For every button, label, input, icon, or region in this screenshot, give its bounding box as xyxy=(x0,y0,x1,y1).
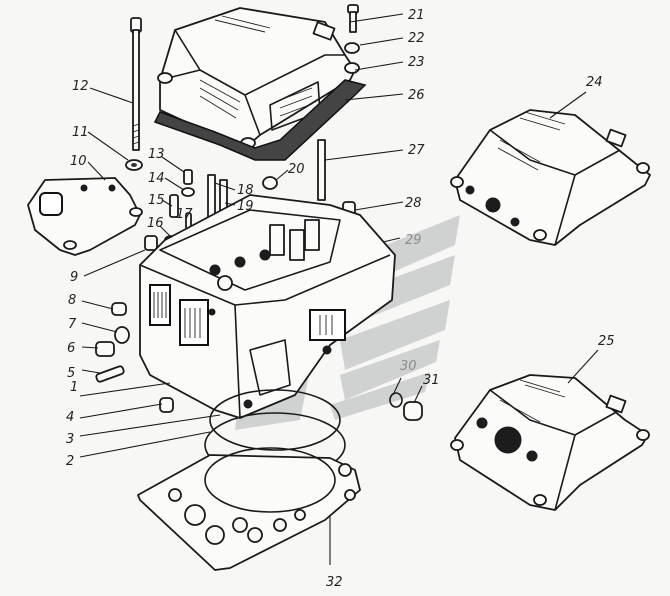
callout-19: 19 xyxy=(237,199,254,214)
o-ring-30 xyxy=(389,392,403,408)
callout-labels: 1 2 3 4 5 6 7 8 9 10 11 12 13 14 15 16 1… xyxy=(66,8,615,590)
callout-22: 22 xyxy=(408,31,425,46)
head-gasket xyxy=(137,447,361,571)
head-bolt-long xyxy=(130,17,142,151)
valve-cover-top xyxy=(157,7,356,149)
callout-28: 28 xyxy=(405,196,422,211)
callout-15: 15 xyxy=(148,193,165,208)
callout-21: 21 xyxy=(408,8,425,23)
callout-14: 14 xyxy=(148,171,165,186)
plug-31 xyxy=(403,401,423,421)
callout-3: 3 xyxy=(66,432,74,447)
callout-9: 9 xyxy=(70,270,78,285)
cylinder-head xyxy=(139,194,396,419)
callout-4: 4 xyxy=(66,410,74,425)
callout-16: 16 xyxy=(147,216,164,231)
callout-20: 20 xyxy=(288,162,305,177)
lifting-bracket xyxy=(27,177,143,256)
leader-lines xyxy=(79,13,599,565)
side-plugs xyxy=(95,302,174,413)
callout-5: 5 xyxy=(67,366,75,381)
valve-cover-variant-25 xyxy=(450,374,650,511)
callout-29: 29 xyxy=(405,233,422,248)
callout-23: 23 xyxy=(408,55,425,70)
callout-13: 13 xyxy=(148,147,165,162)
callout-32: 32 xyxy=(326,575,343,590)
valve-cover-variant-24 xyxy=(450,109,651,246)
callout-12: 12 xyxy=(72,79,89,94)
callout-1: 1 xyxy=(70,380,78,395)
callout-26: 26 xyxy=(408,88,425,103)
callout-27: 27 xyxy=(408,143,425,158)
valve-cover-gasket xyxy=(153,79,367,161)
washer-11-hole xyxy=(131,163,137,167)
callout-24: 24 xyxy=(586,75,603,90)
callout-17: 17 xyxy=(176,207,193,222)
callout-2: 2 xyxy=(66,454,74,469)
callout-25: 25 xyxy=(598,334,615,349)
callout-11: 11 xyxy=(72,125,89,140)
callout-30: 30 xyxy=(400,359,417,374)
callout-8: 8 xyxy=(68,293,76,308)
callout-7: 7 xyxy=(68,317,77,332)
callout-18: 18 xyxy=(237,183,254,198)
callout-10: 10 xyxy=(70,154,87,169)
callout-6: 6 xyxy=(67,341,75,356)
callout-31: 31 xyxy=(423,373,440,388)
